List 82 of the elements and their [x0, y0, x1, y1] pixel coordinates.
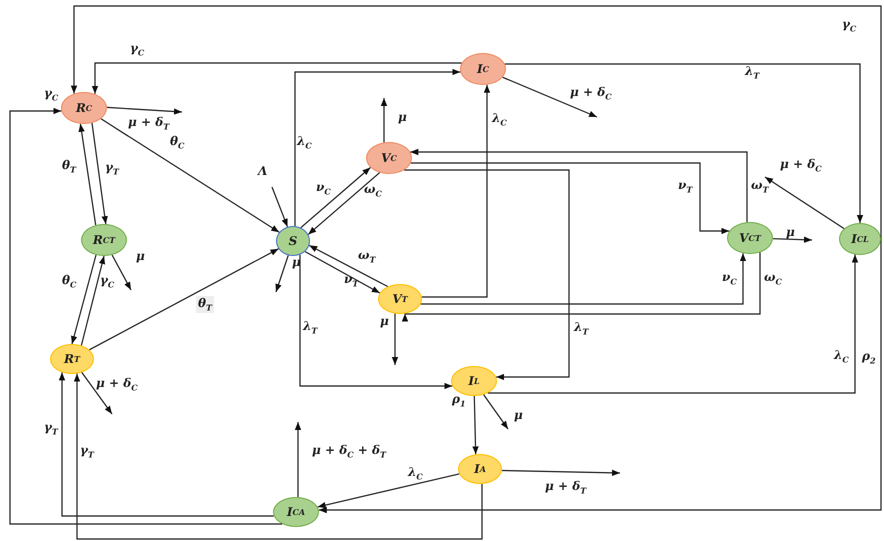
rate-label: μ	[398, 111, 407, 124]
arrow	[81, 372, 112, 414]
rate-label: γ$_{C}$	[44, 87, 58, 102]
arrow	[502, 470, 620, 476]
rate-label: λ$_{C}$	[297, 135, 312, 150]
arrow	[402, 252, 761, 322]
rate-label: θ$_{T}$	[196, 296, 214, 314]
arrow	[380, 98, 388, 142]
arrow	[271, 186, 288, 228]
arrow	[304, 251, 380, 294]
rate-label: ω$_{T}$	[751, 179, 768, 194]
arrow	[318, 473, 460, 508]
arrow	[410, 162, 730, 234]
rate-label: Λ	[258, 165, 268, 178]
arrow	[89, 248, 279, 350]
arrow	[58, 372, 274, 517]
arrow	[410, 148, 748, 222]
rate-label: μ + δ$_{C}$	[570, 86, 612, 102]
rate-label: μ	[786, 226, 795, 240]
arrow	[71, 254, 97, 344]
arrow	[9, 108, 282, 525]
rate-label: ω$_{C}$	[764, 271, 782, 286]
rate-label: γ$_{T}$	[80, 444, 94, 460]
rate-label: λ$_{T}$	[745, 65, 760, 80]
rate-label: μ	[136, 250, 145, 264]
arrow	[294, 68, 460, 226]
arrow	[420, 253, 746, 305]
arrow	[308, 244, 388, 288]
rate-label: ω$_{C}$	[364, 183, 382, 198]
arrow	[92, 62, 462, 94]
rate-label: λ$_{C}$	[492, 112, 507, 128]
rate-label: ω$_{T}$	[358, 249, 376, 264]
arrow	[318, 238, 882, 514]
arrow	[300, 167, 371, 228]
arrow	[308, 172, 380, 235]
arrow	[772, 236, 812, 243]
rate-label: ν$_{C}$	[722, 271, 737, 286]
rate-label: ρ$_{2}$	[862, 350, 876, 366]
compartment-ellipse: S	[276, 226, 310, 256]
rate-label: λ$_{C}$	[408, 466, 423, 482]
rate-label: λ$_{T}$	[574, 321, 588, 336]
rate-label: γ$_{T}$	[44, 421, 58, 436]
arrow	[422, 84, 490, 298]
arrow	[504, 63, 864, 223]
rate-label: γ$_{C}$	[100, 274, 114, 290]
rate-label: ρ$_{1}$	[452, 393, 466, 408]
rate-label: μ	[380, 315, 389, 328]
arrow	[488, 254, 858, 394]
rate-label: μ	[292, 256, 301, 270]
rate-label: μ + δ$_{C}$	[780, 158, 822, 174]
rate-label: θ$_{T}$	[62, 159, 76, 174]
rate-label: μ + δ$_{C}$ + δ$_{T}$	[312, 444, 386, 460]
arrow	[106, 106, 182, 115]
arrow	[91, 122, 108, 224]
arrow	[70, 5, 882, 240]
rate-label: μ + δ$_{T}$	[128, 116, 170, 132]
arrow	[80, 256, 106, 346]
arrow	[275, 255, 289, 292]
rate-label: γ$_{C}$	[842, 18, 856, 34]
rate-label: θ$_{C}$	[62, 274, 76, 290]
arrow	[483, 394, 508, 430]
rate-label: μ + δ$_{T}$	[545, 480, 586, 496]
arrow	[299, 254, 452, 390]
rate-label: γ$_{T}$	[105, 161, 119, 176]
arrow	[404, 169, 570, 380]
rate-label: γ$_{C}$	[130, 42, 144, 58]
rate-label: μ	[514, 409, 523, 422]
arrow	[764, 176, 844, 230]
arrow	[472, 396, 479, 454]
rate-label: θ$_{C}$	[170, 135, 184, 150]
arrow	[392, 314, 398, 365]
rate-label: μ + δ$_{C}$	[96, 377, 138, 392]
arrow	[502, 76, 598, 118]
rate-label: λ$_{C}$	[834, 349, 849, 364]
rate-label: λ$_{T}$	[303, 320, 318, 336]
arrow	[78, 124, 96, 226]
arrow	[294, 422, 302, 498]
rate-label: ν$_{C}$	[316, 181, 331, 196]
arrow	[112, 254, 132, 290]
arrow	[74, 374, 483, 540]
rate-label: ν$_{T}$	[678, 179, 692, 194]
arrow	[100, 118, 280, 233]
